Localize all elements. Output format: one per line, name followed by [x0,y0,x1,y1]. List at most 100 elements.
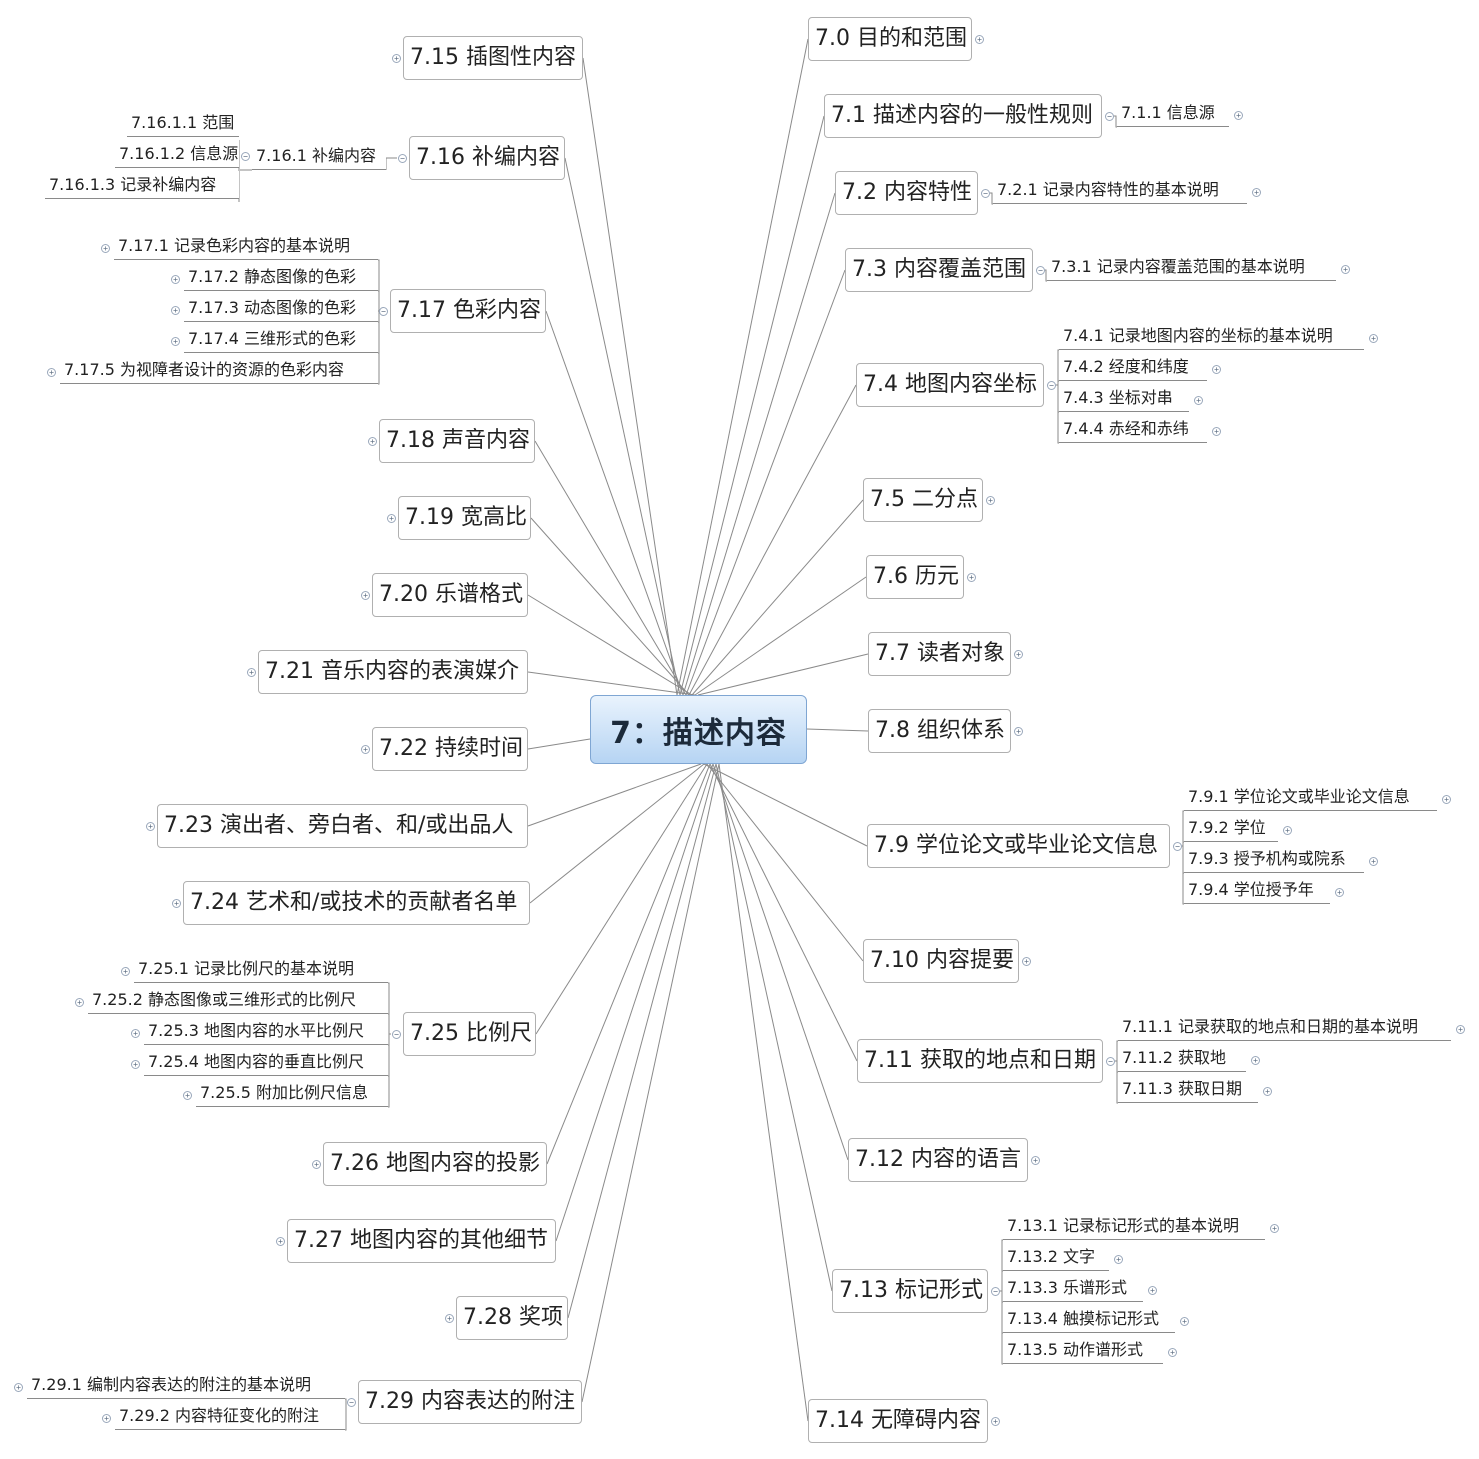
collapse-minus-icon[interactable]: − [347,1398,356,1407]
expand-plus-icon[interactable]: + [1022,957,1031,966]
expand-plus-icon[interactable]: + [1442,795,1451,804]
expand-plus-icon[interactable]: + [986,496,995,505]
branch-node-right[interactable]: 7.7 读者对象 [868,632,1011,676]
expand-plus-icon[interactable]: + [392,54,401,63]
sub-topic[interactable]: 7.17.3 动态图像的色彩 [184,294,378,322]
branch-node-left[interactable]: 7.29 内容表达的附注 [358,1380,582,1424]
expand-plus-icon[interactable]: + [14,1383,23,1392]
collapse-minus-icon[interactable]: − [241,152,250,161]
collapse-minus-icon[interactable]: − [392,1030,401,1039]
expand-plus-icon[interactable]: + [975,35,984,44]
branch-node-left[interactable]: 7.26 地图内容的投影 [323,1142,547,1186]
expand-plus-icon[interactable]: + [172,899,181,908]
branch-node-left[interactable]: 7.25 比例尺 [403,1012,536,1056]
sub-topic[interactable]: 7.9.4 学位授予年 [1184,876,1330,904]
collapse-minus-icon[interactable]: − [981,189,990,198]
expand-plus-icon[interactable]: + [131,1060,140,1069]
branch-node-left[interactable]: 7.21 音乐内容的表演媒介 [258,650,528,694]
branch-node-right[interactable]: 7.13 标记形式 [832,1269,988,1313]
expand-plus-icon[interactable]: + [47,368,56,377]
central-topic[interactable]: 7：描述内容 [590,695,807,764]
expand-plus-icon[interactable]: + [171,306,180,315]
expand-plus-icon[interactable]: + [1014,727,1023,736]
sub-topic[interactable]: 7.13.1 记录标记形式的基本说明 [1003,1212,1265,1240]
branch-node-right[interactable]: 7.9 学位论文或毕业论文信息 [867,824,1170,868]
expand-plus-icon[interactable]: + [1168,1348,1177,1357]
collapse-minus-icon[interactable]: − [379,307,388,316]
sub-topic[interactable]: 7.25.5 附加比例尺信息 [196,1079,388,1107]
expand-plus-icon[interactable]: + [101,244,110,253]
sub-topic[interactable]: 7.17.5 为视障者设计的资源的色彩内容 [60,356,378,384]
expand-plus-icon[interactable]: + [1283,826,1292,835]
branch-node-left[interactable]: 7.20 乐谱格式 [372,573,528,617]
expand-plus-icon[interactable]: + [183,1091,192,1100]
sub-topic[interactable]: 7.17.2 静态图像的色彩 [184,263,378,291]
expand-plus-icon[interactable]: + [1456,1025,1465,1034]
sub-topic[interactable]: 7.9.1 学位论文或毕业论文信息 [1184,783,1437,811]
expand-plus-icon[interactable]: + [247,668,256,677]
expand-plus-icon[interactable]: + [1270,1224,1279,1233]
branch-node-left[interactable]: 7.19 宽高比 [398,496,531,540]
sub-topic[interactable]: 7.11.1 记录获取的地点和日期的基本说明 [1118,1013,1451,1041]
sub-topic[interactable]: 7.4.4 赤经和赤纬 [1059,415,1207,443]
expand-plus-icon[interactable]: + [1369,334,1378,343]
expand-plus-icon[interactable]: + [121,967,130,976]
sub-topic[interactable]: 7.17.4 三维形式的色彩 [184,325,378,353]
collapse-minus-icon[interactable]: − [991,1287,1000,1296]
expand-plus-icon[interactable]: + [1194,396,1203,405]
expand-plus-icon[interactable]: + [146,822,155,831]
sub-topic[interactable]: 7.16.1.2 信息源 [115,140,239,168]
collapse-minus-icon[interactable]: − [1105,112,1114,121]
branch-node-left[interactable]: 7.18 声音内容 [379,419,535,463]
expand-plus-icon[interactable]: + [991,1417,1000,1426]
expand-plus-icon[interactable]: + [131,1029,140,1038]
collapse-minus-icon[interactable]: − [1036,266,1045,275]
expand-plus-icon[interactable]: + [387,514,396,523]
branch-node-right[interactable]: 7.1 描述内容的一般性规则 [824,94,1102,138]
expand-plus-icon[interactable]: + [171,337,180,346]
branch-node-left[interactable]: 7.23 演出者、旁白者、和/或出品人 [157,804,528,848]
branch-node-right[interactable]: 7.5 二分点 [863,478,983,522]
sub-topic[interactable]: 7.13.3 乐谱形式 [1003,1274,1143,1302]
sub-topic[interactable]: 7.4.3 坐标对串 [1059,384,1189,412]
expand-plus-icon[interactable]: + [1031,1156,1040,1165]
sub-topic[interactable]: 7.16.1.1 范围 [127,109,239,137]
collapse-minus-icon[interactable]: − [1173,842,1182,851]
sub-topic[interactable]: 7.13.2 文字 [1003,1243,1109,1271]
branch-node-right[interactable]: 7.0 目的和范围 [808,17,972,61]
branch-node-right[interactable]: 7.10 内容提要 [863,939,1019,983]
expand-plus-icon[interactable]: + [361,591,370,600]
sub-topic[interactable]: 7.11.3 获取日期 [1118,1075,1258,1103]
expand-plus-icon[interactable]: + [1212,365,1221,374]
sub-topic[interactable]: 7.13.4 触摸标记形式 [1003,1305,1175,1333]
sub-topic[interactable]: 7.1.1 信息源 [1117,99,1229,127]
expand-plus-icon[interactable]: + [967,573,976,582]
expand-plus-icon[interactable]: + [1234,111,1243,120]
sub-topic[interactable]: 7.16.1.3 记录补编内容 [45,171,239,199]
branch-node-right[interactable]: 7.8 组织体系 [868,709,1011,753]
sub-topic[interactable]: 7.25.3 地图内容的水平比例尺 [144,1017,388,1045]
branch-node-left[interactable]: 7.24 艺术和/或技术的贡献者名单 [183,881,530,925]
sub-topic[interactable]: 7.3.1 记录内容覆盖范围的基本说明 [1047,253,1336,281]
expand-plus-icon[interactable]: + [1263,1087,1272,1096]
branch-node-left[interactable]: 7.22 持续时间 [372,727,528,771]
collapse-minus-icon[interactable]: − [1047,381,1056,390]
expand-plus-icon[interactable]: + [1252,188,1261,197]
sub-topic[interactable]: 7.25.4 地图内容的垂直比例尺 [144,1048,388,1076]
expand-plus-icon[interactable]: + [1014,650,1023,659]
sub-topic[interactable]: 7.25.1 记录比例尺的基本说明 [134,955,388,983]
branch-node-right[interactable]: 7.12 内容的语言 [848,1138,1028,1182]
branch-node-right[interactable]: 7.6 历元 [866,555,964,599]
branch-node-left[interactable]: 7.28 奖项 [456,1296,568,1340]
branch-node-left[interactable]: 7.16 补编内容 [409,136,565,180]
branch-node-right[interactable]: 7.11 获取的地点和日期 [857,1039,1103,1083]
expand-plus-icon[interactable]: + [368,437,377,446]
collapse-minus-icon[interactable]: − [1106,1057,1115,1066]
expand-plus-icon[interactable]: + [361,745,370,754]
expand-plus-icon[interactable]: + [102,1414,111,1423]
expand-plus-icon[interactable]: + [1335,888,1344,897]
collapse-minus-icon[interactable]: − [398,154,407,163]
sub-topic[interactable]: 7.11.2 获取地 [1118,1044,1246,1072]
branch-node-right[interactable]: 7.3 内容覆盖范围 [845,248,1033,292]
branch-node-right[interactable]: 7.2 内容特性 [835,171,978,215]
